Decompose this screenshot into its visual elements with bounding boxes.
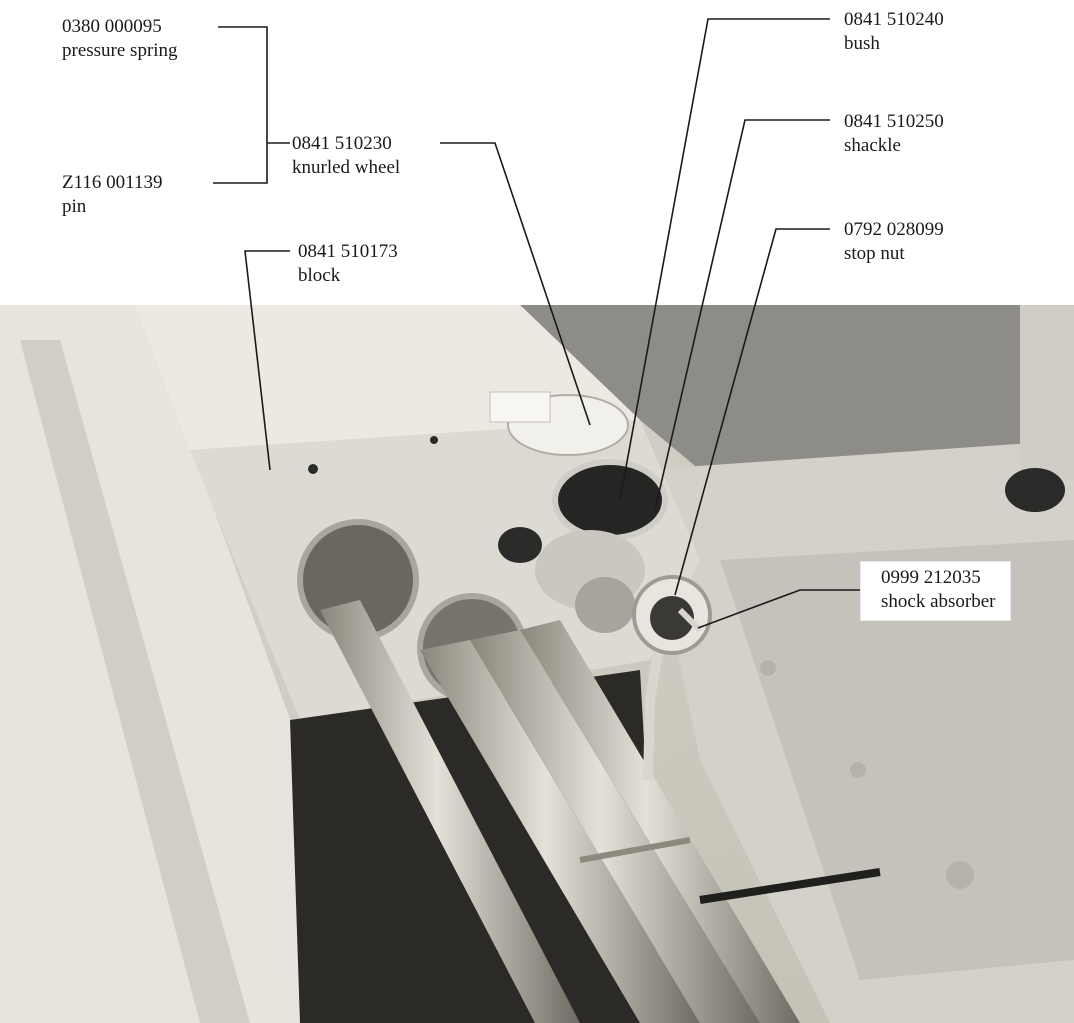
callout-pressure-spring: 0380 000095 pressure spring — [62, 15, 178, 63]
callout-bush: 0841 510240 bush — [844, 8, 944, 56]
plate-screw — [946, 861, 974, 889]
tube — [470, 630, 760, 1023]
left-rail-edge — [20, 340, 250, 1023]
black-wire — [699, 868, 881, 904]
tube — [420, 640, 700, 1023]
stop-nut-bore — [650, 596, 694, 640]
callout-shackle: 0841 510250 shackle — [844, 110, 944, 158]
part-number: 0841 510173 — [298, 241, 398, 262]
tube — [320, 600, 580, 1023]
part-name: block — [298, 265, 341, 286]
part-name: shackle — [844, 135, 901, 156]
part-number: 0841 510230 — [292, 133, 392, 154]
leader-stop-nut — [674, 228, 830, 596]
leader-block — [244, 250, 290, 471]
plate-screw — [850, 762, 866, 778]
part-number: 0841 510250 — [844, 111, 944, 132]
part-number: 0841 510240 — [844, 9, 944, 30]
shackle-cap — [575, 577, 635, 633]
part-name: pressure spring — [62, 40, 178, 61]
bg-knob — [1005, 468, 1065, 512]
leader-shock-absorber — [697, 589, 860, 629]
block-hole — [308, 464, 318, 474]
bg-column — [1020, 305, 1074, 480]
callout-stop-nut: 0792 028099 stop nut — [844, 218, 944, 266]
shock-absorber-rod — [677, 607, 703, 633]
callout-shock-absorber: 0999 212035 shock absorber — [860, 561, 1011, 621]
tube — [520, 620, 800, 1023]
part-name: stop nut — [844, 243, 905, 264]
leader-knurled-wheel-right — [440, 142, 591, 426]
part-name: bush — [844, 33, 880, 54]
plate-screw — [760, 660, 776, 676]
part-name: pin — [62, 196, 87, 217]
callout-pin: Z116 001139 pin — [62, 171, 162, 219]
leader-bush — [619, 18, 830, 501]
base-plate — [720, 540, 1074, 980]
leader-shackle — [654, 119, 830, 511]
part-number: 0999 212035 — [881, 567, 981, 588]
leader-lines — [213, 18, 860, 629]
block-hole — [430, 436, 438, 444]
part-number: 0380 000095 — [62, 16, 162, 37]
bush-shape — [552, 459, 668, 541]
cable — [643, 639, 665, 781]
shackle-knob — [498, 527, 542, 563]
part-number: Z116 001139 — [62, 172, 163, 193]
part-name: shock absorber — [881, 591, 996, 612]
leader-pressure-spring — [213, 26, 268, 184]
callout-knurled-wheel: 0841 510230 knurled wheel — [292, 132, 400, 180]
part-number: 0792 028099 — [844, 219, 944, 240]
tube-band — [579, 837, 691, 863]
knurled-wheel-slot — [489, 391, 551, 423]
photo-shadow-area — [520, 305, 1074, 470]
part-name: knurled wheel — [292, 157, 401, 178]
callout-block: 0841 510173 block — [298, 240, 398, 288]
